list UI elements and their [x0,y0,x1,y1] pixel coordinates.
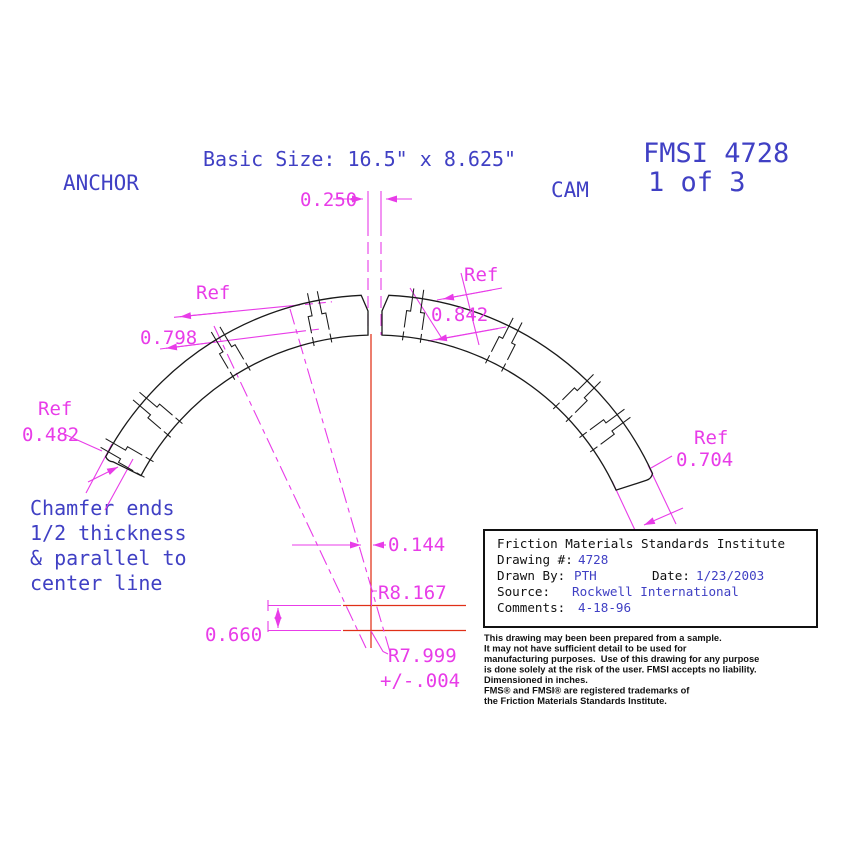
drawing-number-label: Drawing #: [497,552,573,567]
date-label: Date: [652,568,690,583]
drawn-by-label: Drawn By: [497,568,565,583]
right-block-ext-1 [409,287,442,338]
disclaimer-line: FMS® and FMSI® are registered trademarks… [484,686,690,696]
left-end-leader [63,433,103,452]
sheet-label: 1 of 3 [648,167,746,198]
left-ref-arrow [179,310,233,320]
comments-value: 4-18-96 [578,600,631,615]
disclaimer-line: Dimensioned in inches. [484,675,588,685]
disclaimer-line: It may not have sufficient detail to be … [484,644,687,654]
left-end-value: 0.482 [22,424,79,446]
drop-dim-value: 0.660 [205,624,262,646]
right-block-value: 0.842 [431,304,488,326]
title-block: Friction Materials Standards Institute D… [483,529,818,628]
left-end-ref: Ref [38,398,72,420]
right-block-ref: Ref [464,264,498,286]
anchor-label: ANCHOR [63,171,139,195]
drawn-by-value: PTH [574,568,597,583]
right-ref-arrow [442,289,493,301]
left-block-ref: Ref [196,282,230,304]
inner-radius-tolerance: +/-.004 [380,670,460,692]
right-end-ref: Ref [694,427,728,449]
dimension-labels: 0.250 Ref 0.798 Ref 0.842 Ref 0.482 Ref … [22,189,733,692]
source-value: Rockwell International [572,584,739,599]
disclaimer-line: This drawing may been been prepared from… [484,633,722,643]
right-end-value: 0.704 [676,449,733,471]
chamfer-note: Chamfer ends 1/2 thickness & parallel to… [30,496,187,595]
date-value: 1/23/2003 [696,568,764,583]
left-end-arrow [87,466,119,483]
institute-name: Friction Materials Standards Institute [497,536,785,551]
inner-radius-value: R7.999 [388,645,457,667]
chamfer-note-line: & parallel to [30,546,187,570]
outer-radius-leader [370,590,377,606]
left-block-dim-ext [297,328,321,333]
disclaimer: This drawing may been been prepared from… [484,633,759,706]
left-block-arrow [165,340,225,351]
comments-label: Comments: [497,600,565,615]
left-lining-segment [104,294,369,477]
offset-dim-value: 0.144 [388,534,445,556]
outer-radius-value: R8.167 [378,582,447,604]
right-lining-segment [381,294,654,491]
rivet-hole-mark [578,405,634,453]
drawing-number-value: 4728 [578,552,608,567]
left-block-value: 0.798 [140,327,197,349]
source-label: Source: [497,584,550,599]
disclaimer-line: is done solely at the risk of the user. … [484,665,757,675]
inner-radius-leader [370,630,389,655]
gap-extension-solid [367,191,382,224]
brake-lining [98,287,654,491]
rivet-holes [98,287,634,478]
radial-construction-line-2 [289,308,391,653]
right-end-arrow [643,507,684,526]
rivet-hole-mark [552,371,604,423]
gap-extension-dashed [367,224,382,335]
chamfer-note-line: 1/2 thickness [30,521,187,545]
title-block-border [483,529,818,628]
disclaimer-line: manufacturing purposes. Use of this draw… [484,654,759,664]
rivet-hole-mark [129,388,183,438]
basic-size-label: Basic Size: 16.5" x 8.625" [203,147,516,171]
right-block-arrow [435,328,499,342]
right-end-leader [650,455,673,469]
gap-dim-value: 0.250 [300,189,357,211]
radial-construction-line-1 [213,325,367,649]
cam-label: CAM [551,178,589,202]
chamfer-note-line: center line [30,571,162,595]
disclaimer-line: the Friction Materials Standards Institu… [484,696,667,706]
chamfer-note-line: Chamfer ends [30,496,175,520]
drawing-id-label: FMSI 4728 [643,138,789,169]
rivet-hole-mark [207,324,251,381]
